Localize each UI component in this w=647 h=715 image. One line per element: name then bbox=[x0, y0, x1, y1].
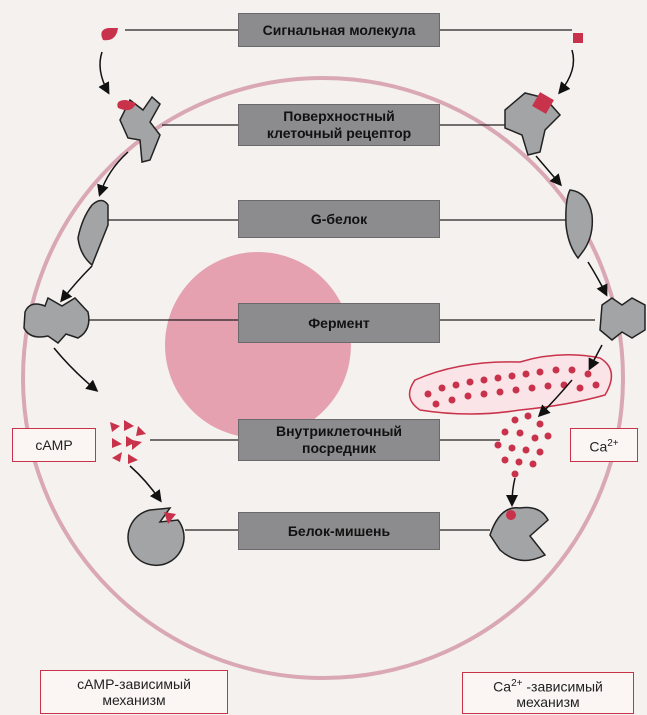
target-protein-right-bound-ca bbox=[506, 510, 516, 520]
target-protein-left-bound-camp bbox=[164, 512, 176, 524]
messenger-text-line1: Внутриклеточный bbox=[275, 423, 403, 439]
g-protein-right bbox=[565, 189, 594, 260]
target-protein-text: Белок-мишень bbox=[287, 522, 391, 539]
camp-mechanism-box: cAMP-зависимый механизм bbox=[40, 670, 228, 714]
receptor-left bbox=[119, 95, 161, 163]
enzyme-right bbox=[599, 297, 646, 341]
pathway-arrows bbox=[53, 49, 608, 507]
calcium-mech-base: Ca bbox=[493, 678, 512, 695]
camp-mechanism-line1: cAMP-зависимый bbox=[77, 676, 191, 692]
messenger-text-line2: посредник bbox=[302, 440, 376, 456]
calcium-base: Ca bbox=[589, 438, 608, 455]
g-protein-text: G-белок bbox=[310, 210, 368, 227]
target-protein-left bbox=[127, 507, 185, 567]
receptor-left-bound-signal bbox=[117, 100, 136, 111]
signal-molecule-label: Сигнальная молекула bbox=[238, 13, 440, 47]
camp-mechanism-line2: механизм bbox=[102, 692, 166, 708]
target-protein-label: Белок-мишень bbox=[238, 512, 440, 550]
cell-membrane bbox=[21, 76, 625, 680]
g-protein-left bbox=[77, 199, 109, 267]
calcium-mechanism-line1: Ca2+ -зависимый bbox=[493, 676, 603, 695]
calcium-mechanism-line2: механизм bbox=[516, 694, 580, 711]
signal-molecule-text: Сигнальная молекула bbox=[262, 21, 416, 38]
enzyme-text: Фермент bbox=[308, 314, 370, 331]
receptor-text-line1: Поверхностный bbox=[283, 108, 395, 124]
calcium-mechanism-box: Ca2+ -зависимый механизм bbox=[462, 672, 634, 714]
target-protein-right bbox=[489, 506, 549, 562]
calcium-text: Ca2+ bbox=[589, 436, 618, 455]
enzyme-left bbox=[23, 296, 90, 344]
connector-lines bbox=[88, 29, 595, 531]
camp-box: cAMP bbox=[12, 428, 96, 462]
g-protein-label: G-белок bbox=[238, 200, 440, 238]
camp-text: cAMP bbox=[35, 437, 73, 453]
enzyme-label: Фермент bbox=[238, 303, 440, 343]
calcium-mech-charge: 2+ bbox=[511, 677, 523, 689]
receptor-text-line2: клеточный рецептор bbox=[266, 125, 412, 141]
receptor-right-bound-signal bbox=[532, 92, 554, 114]
receptor-label: Поверхностный клеточный рецептор bbox=[238, 104, 440, 146]
calcium-mech-suffix: -зависимый bbox=[522, 678, 603, 695]
signal-molecule-left bbox=[101, 28, 118, 41]
camp-molecules bbox=[110, 420, 146, 464]
messenger-label: Внутриклеточный посредник bbox=[238, 419, 440, 461]
endoplasmic-reticulum bbox=[408, 354, 613, 415]
calcium-ions bbox=[424, 366, 600, 478]
signal-molecule-right bbox=[573, 33, 583, 43]
calcium-charge: 2+ bbox=[607, 437, 619, 449]
calcium-box: Ca2+ bbox=[570, 428, 638, 462]
nucleus bbox=[165, 252, 351, 438]
